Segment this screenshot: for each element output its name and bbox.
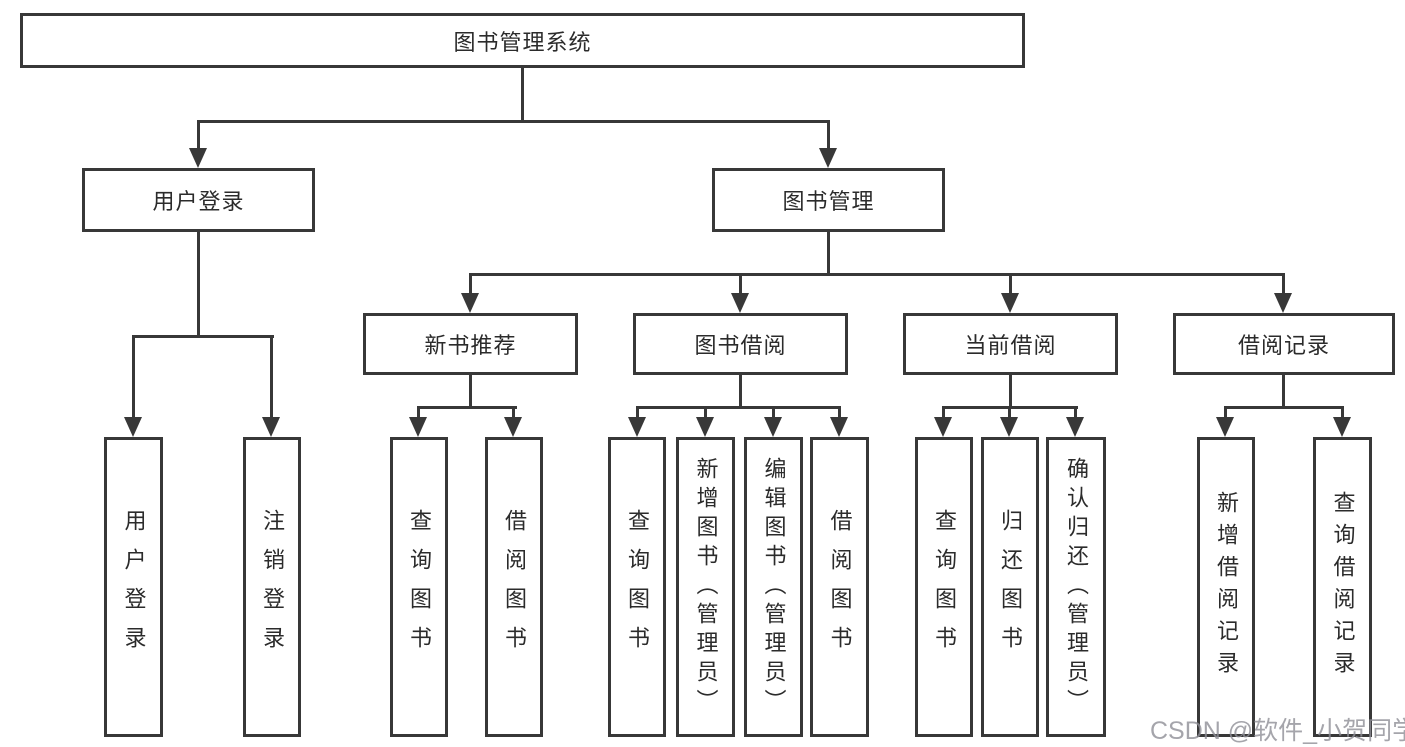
connector-records-drop-2: [1341, 406, 1344, 420]
connector-records-stem: [1282, 373, 1285, 406]
arrowhead-icon: [189, 148, 207, 168]
connector-current-stem: [1009, 373, 1012, 406]
node-current-borrow-label: 当前借阅: [964, 333, 1057, 358]
arrowhead-icon: [409, 417, 427, 437]
arrowhead-icon: [819, 148, 837, 168]
node-user-login-label: 用户登录: [152, 189, 245, 214]
arrowhead-icon: [504, 417, 522, 437]
connector-bookmgmt-drop-2: [739, 273, 742, 295]
connector-borrow-drop-4: [838, 406, 841, 420]
node-book-borrow: 图书借阅: [633, 313, 848, 375]
leaf-logout: 注销登录: [243, 437, 301, 737]
arrowhead-icon: [696, 417, 714, 437]
connector-records-drop-1: [1224, 406, 1227, 420]
arrowhead-icon: [764, 417, 782, 437]
node-new-book-recommend: 新书推荐: [363, 313, 578, 375]
connector-borrow-drop-3: [772, 406, 775, 420]
connector-userlogin-drop-2: [270, 335, 273, 419]
connector-current-drop-2: [1008, 406, 1011, 420]
connector-borrow-stem: [739, 373, 742, 406]
leaf-borrow-add-book-admin: 新增图书（管理员）: [676, 437, 735, 737]
connector-userlogin-bar: [132, 335, 274, 338]
leaf-records-add-record: 新增借阅记录: [1197, 437, 1255, 737]
arrowhead-icon: [1274, 293, 1292, 313]
connector-bookmgmt-bar: [469, 273, 1285, 276]
leaf-borrow-borrow-book: 借阅图书: [810, 437, 869, 737]
connector-userlogin-stem: [197, 230, 200, 335]
connector-borrow-drop-2: [704, 406, 707, 420]
node-root-label: 图书管理系统: [453, 29, 592, 55]
connector-recommend-stem: [469, 373, 472, 406]
connector-userlogin-drop-1: [132, 335, 135, 419]
leaf-current-return-book: 归还图书: [981, 437, 1039, 737]
arrowhead-icon: [1333, 417, 1351, 437]
connector-recommend-drop-1: [417, 406, 420, 420]
arrowhead-icon: [1000, 417, 1018, 437]
connector-bookmgmt-drop-1: [469, 273, 472, 295]
leaf-records-query-record: 查询借阅记录: [1313, 437, 1372, 737]
arrowhead-icon: [830, 417, 848, 437]
connector-recommend-bar: [417, 406, 517, 409]
arrowhead-icon: [124, 417, 142, 437]
connector-root-bar: [197, 120, 830, 123]
connector-root-stem: [521, 66, 524, 120]
leaf-user-login: 用户登录: [104, 437, 163, 737]
arrowhead-icon: [1001, 293, 1019, 313]
leaf-borrow-query-book: 查询图书: [608, 437, 666, 737]
node-borrow-records-label: 借阅记录: [1237, 333, 1330, 358]
arrowhead-icon: [262, 417, 280, 437]
connector-current-drop-1: [942, 406, 945, 420]
leaf-borrow-edit-book-admin: 编辑图书（管理员）: [744, 437, 803, 737]
leaf-recommend-query-book: 查询图书: [390, 437, 448, 737]
node-user-login: 用户登录: [82, 168, 315, 232]
connector-bookmgmt-drop-3: [1009, 273, 1012, 295]
leaf-current-confirm-return-admin: 确认归还（管理员）: [1046, 437, 1106, 737]
leaf-current-query-book: 查询图书: [915, 437, 973, 737]
node-borrow-records: 借阅记录: [1173, 313, 1395, 375]
arrowhead-icon: [1066, 417, 1084, 437]
arrowhead-icon: [934, 417, 952, 437]
node-book-management: 图书管理: [712, 168, 945, 232]
arrowhead-icon: [461, 293, 479, 313]
connector-root-drop-right: [827, 120, 830, 150]
csdn-watermark: CSDN @软件_小贺同学: [1150, 717, 1405, 745]
node-root: 图书管理系统: [20, 13, 1025, 68]
connector-borrow-drop-1: [636, 406, 639, 420]
connector-borrow-bar: [636, 406, 841, 409]
node-book-borrow-label: 图书借阅: [694, 333, 787, 358]
connector-records-bar: [1224, 406, 1344, 409]
arrowhead-icon: [731, 293, 749, 313]
arrowhead-icon: [628, 417, 646, 437]
node-book-management-label: 图书管理: [782, 189, 875, 214]
connector-recommend-drop-2: [512, 406, 515, 420]
connector-bookmgmt-drop-4: [1282, 273, 1285, 295]
connector-bookmgmt-stem: [827, 230, 830, 273]
arrowhead-icon: [1216, 417, 1234, 437]
connector-root-drop-left: [197, 120, 200, 150]
node-current-borrow: 当前借阅: [903, 313, 1118, 375]
connector-current-drop-3: [1074, 406, 1077, 420]
node-new-book-recommend-label: 新书推荐: [424, 333, 517, 358]
leaf-recommend-borrow-book: 借阅图书: [485, 437, 543, 737]
